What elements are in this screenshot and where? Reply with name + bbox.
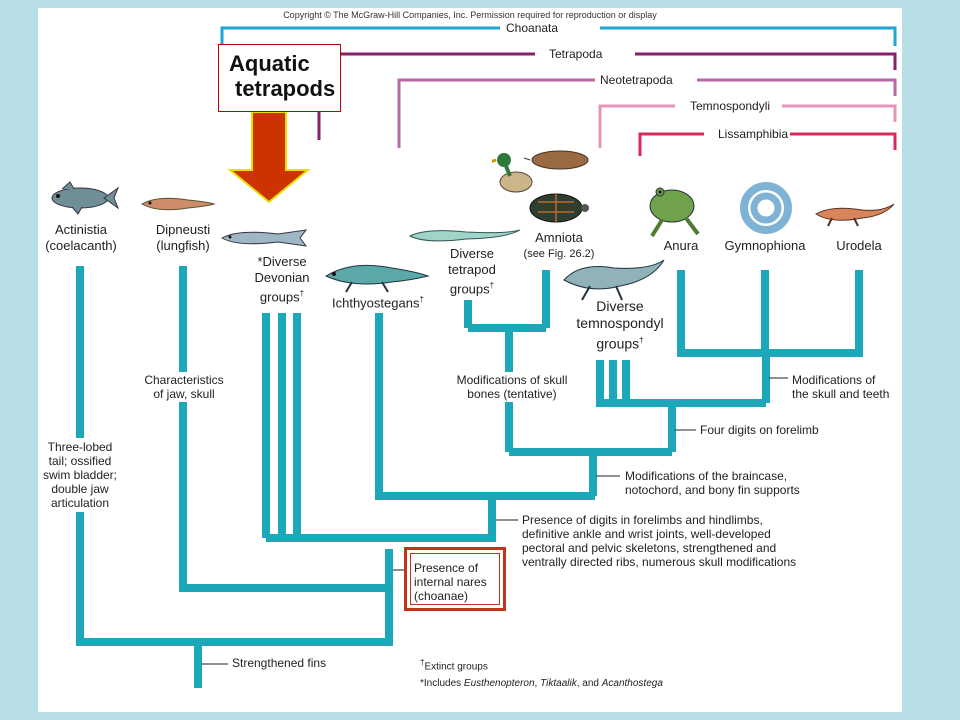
- taxon-diverse-temnospondyl: Diverse temnospondyl groups†: [576, 298, 664, 352]
- temnospondyli-bracket: [598, 104, 897, 148]
- cladogram: [76, 26, 897, 688]
- caecilian-icon: [740, 182, 792, 234]
- down-arrow-icon: [227, 111, 311, 204]
- group-label-tetrapoda: Tetrapoda: [549, 47, 603, 61]
- devonian-fish-icon: [220, 229, 308, 247]
- ichthyostegans-branch: [375, 313, 595, 500]
- taxon-urodela: Urodela: [836, 238, 882, 253]
- copyright-notice: Copyright © The McGraw-Hill Companies, I…: [283, 10, 657, 20]
- aquatic-tetrapods-callout: Aquatic tetrapods: [218, 44, 341, 112]
- taxon-diverse-tetrapod: Diverse tetrapod groups†: [448, 246, 496, 297]
- tetrapoda-bracket: [317, 52, 897, 140]
- taxon-anura: Anura: [663, 238, 699, 253]
- turtle-icon: [529, 193, 589, 223]
- group-label-neotetrapoda: Neotetrapoda: [600, 73, 673, 87]
- duck-icon: [492, 153, 533, 193]
- choanae-highlight-box: [404, 547, 506, 611]
- taxon-dipneusti: Dipneusti (lungfish): [155, 222, 211, 253]
- ichthyostega-icon: [324, 264, 430, 293]
- salamander-tetrapod-icon: [408, 229, 521, 242]
- group-label-temnospondyli: Temnospondyli: [690, 99, 771, 113]
- character-digits: Presence of digits in forelimbs and hind…: [522, 513, 797, 569]
- character-internal-nares: Presence of internal nares (choanae): [414, 561, 487, 603]
- group-label-lissamphibia: Lissamphibia: [718, 127, 789, 141]
- lissamphibia-bracket: [638, 132, 897, 156]
- mole-icon: [524, 150, 589, 170]
- character-strengthened-fins: Strengthened fins: [232, 656, 327, 670]
- callout-line-1: Aquatic: [229, 51, 310, 76]
- taxon-diverse-devonian: *Diverse Devonian groups†: [254, 254, 310, 305]
- coelacanth-icon: [51, 181, 120, 215]
- group-label-choanata: Choanata: [506, 21, 559, 35]
- callout-line-2: tetrapods: [235, 76, 336, 101]
- character-four-digits: Four digits on forelimb: [700, 423, 819, 437]
- anura-branch: [677, 270, 863, 357]
- lungfish-icon: [140, 197, 216, 211]
- footnote-includes: *Includes Eusthenopteron, Tiktaalik, and…: [420, 678, 663, 689]
- taxon-amniota: Amniota (see Fig. 26.2): [523, 230, 595, 260]
- neotetrapoda-bracket: [397, 78, 897, 148]
- temno-branches: [596, 360, 630, 403]
- frog-icon: [649, 187, 700, 238]
- taxon-ichthyostegans: Ichthyostegans†: [332, 295, 424, 311]
- character-skull-teeth: Modifications of the skull and teeth: [792, 373, 890, 401]
- taxon-gymnophiona: Gymnophiona: [724, 238, 806, 253]
- character-jaw-skull: Characteristics of jaw, skull: [144, 373, 224, 401]
- salamander-icon: [815, 203, 895, 227]
- actinistia-branch: [76, 266, 393, 646]
- temnospondyl-icon: [563, 259, 665, 301]
- character-three-lobed-tail: Three-lobed tail; ossified swim bladder;…: [42, 440, 118, 510]
- taxon-actinistia: Actinistia (coelacanth): [45, 222, 117, 253]
- choanata-bracket: [220, 26, 897, 46]
- footnote-extinct: †Extinct groups: [420, 658, 488, 673]
- figure-panel: Copyright © The McGraw-Hill Companies, I…: [38, 8, 902, 712]
- character-skull-bones: Modifications of skull bones (tentative): [456, 373, 568, 401]
- character-braincase: Modifications of the braincase, notochor…: [625, 469, 800, 497]
- devonian-branches: [262, 313, 301, 538]
